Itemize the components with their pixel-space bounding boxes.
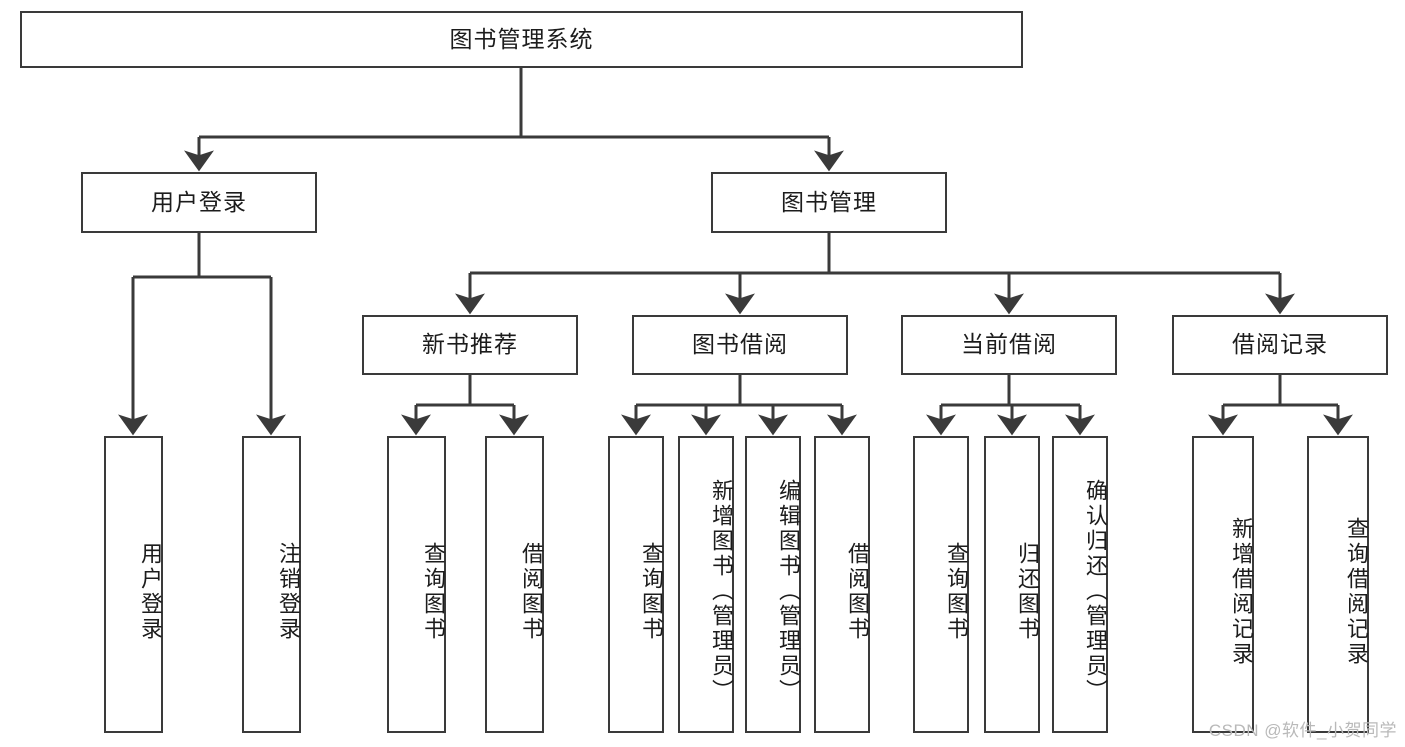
node-leaf-rec-add-record[interactable]: 新增借阅记录 bbox=[1192, 436, 1254, 733]
node-leaf-cur-return-book-label: 归还图书 bbox=[1015, 541, 1040, 642]
node-leaf-rec-query-record-label: 查询借阅记录 bbox=[1344, 516, 1369, 667]
node-leaf-rec-query-record[interactable]: 查询借阅记录 bbox=[1307, 436, 1369, 733]
node-leaf-rec-query-book-label: 查询图书 bbox=[421, 541, 446, 642]
node-leaf-borrow-query-book-label: 查询图书 bbox=[639, 541, 664, 642]
node-leaf-user-logout-label: 注销登录 bbox=[276, 541, 301, 642]
node-book-manage-label: 图书管理 bbox=[781, 188, 877, 215]
node-leaf-rec-borrow-book[interactable]: 借阅图书 bbox=[485, 436, 544, 733]
node-leaf-cur-query-book-label: 查询图书 bbox=[944, 541, 969, 642]
node-leaf-cur-return-book[interactable]: 归还图书 bbox=[984, 436, 1040, 733]
node-leaf-rec-borrow-book-label: 借阅图书 bbox=[519, 541, 544, 642]
node-leaf-rec-add-record-label: 新增借阅记录 bbox=[1229, 516, 1254, 667]
node-user-login-label: 用户登录 bbox=[151, 188, 247, 215]
node-leaf-borrow-borrow-book-label: 借阅图书 bbox=[845, 541, 870, 642]
node-leaf-user-login-label: 用户登录 bbox=[138, 541, 163, 642]
node-book-manage[interactable]: 图书管理 bbox=[711, 172, 947, 233]
node-leaf-rec-query-book[interactable]: 查询图书 bbox=[387, 436, 446, 733]
node-book-borrow-label: 图书借阅 bbox=[692, 331, 788, 358]
node-leaf-borrow-edit-book-label: 编辑图书（管理员） bbox=[776, 479, 801, 704]
node-leaf-borrow-add-book-label: 新增图书（管理员） bbox=[709, 479, 734, 704]
node-leaf-user-login[interactable]: 用户登录 bbox=[104, 436, 163, 733]
node-new-book-recommend-label: 新书推荐 bbox=[422, 331, 518, 358]
node-leaf-cur-confirm-return-label: 确认归还（管理员） bbox=[1083, 479, 1108, 704]
node-user-login[interactable]: 用户登录 bbox=[81, 172, 317, 233]
node-leaf-borrow-add-book[interactable]: 新增图书（管理员） bbox=[678, 436, 734, 733]
node-leaf-user-logout[interactable]: 注销登录 bbox=[242, 436, 301, 733]
node-leaf-borrow-borrow-book[interactable]: 借阅图书 bbox=[814, 436, 870, 733]
node-leaf-borrow-edit-book[interactable]: 编辑图书（管理员） bbox=[745, 436, 801, 733]
node-current-borrow-label: 当前借阅 bbox=[961, 331, 1057, 358]
node-book-borrow[interactable]: 图书借阅 bbox=[632, 315, 848, 375]
node-leaf-cur-query-book[interactable]: 查询图书 bbox=[913, 436, 969, 733]
csdn-watermark: CSDN @软件_小贺同学 bbox=[1208, 721, 1397, 740]
node-borrow-record[interactable]: 借阅记录 bbox=[1172, 315, 1388, 375]
node-current-borrow[interactable]: 当前借阅 bbox=[901, 315, 1117, 375]
node-root-label: 图书管理系统 bbox=[449, 25, 594, 52]
node-new-book-recommend[interactable]: 新书推荐 bbox=[362, 315, 578, 375]
node-leaf-cur-confirm-return[interactable]: 确认归还（管理员） bbox=[1052, 436, 1108, 733]
node-root[interactable]: 图书管理系统 bbox=[20, 11, 1023, 68]
node-borrow-record-label: 借阅记录 bbox=[1232, 331, 1328, 358]
node-leaf-borrow-query-book[interactable]: 查询图书 bbox=[608, 436, 664, 733]
